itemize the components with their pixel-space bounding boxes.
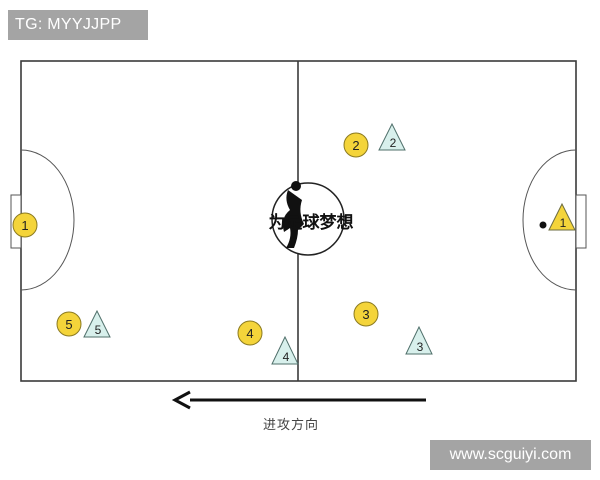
svg-text:4: 4 (283, 350, 290, 364)
svg-text:4: 4 (246, 326, 253, 341)
attack-direction-label: 进攻方向 (263, 418, 320, 433)
player-circle-4: 4 (237, 320, 263, 346)
svg-text:2: 2 (352, 138, 359, 153)
player-triangle-4: 4 (271, 335, 299, 365)
center-logo: 为足球梦想 (269, 181, 354, 256)
right-penalty-arc (522, 149, 577, 291)
player-triangle-3: 3 (405, 325, 433, 355)
svg-text:1: 1 (21, 218, 28, 233)
player-circle-3: 3 (353, 301, 379, 327)
player-circle-1: 1 (12, 212, 38, 238)
logo-text: 为足球梦想 (269, 212, 354, 232)
attack-direction-arrow (171, 390, 426, 410)
bottom-watermark: www.scguiyi.com (430, 440, 591, 470)
svg-text:3: 3 (417, 340, 424, 354)
player-triangle-5: 5 (83, 309, 111, 338)
ball (539, 221, 547, 229)
player-triangle-1: 1 (548, 202, 576, 231)
top-tag: TG: MYYJJPP (8, 10, 148, 40)
svg-text:5: 5 (95, 323, 102, 337)
player-triangle-2: 2 (378, 122, 406, 151)
svg-text:1: 1 (560, 216, 567, 230)
player-circle-5: 5 (56, 311, 82, 337)
svg-text:3: 3 (362, 307, 369, 322)
left-penalty-arc (20, 149, 75, 291)
svg-text:5: 5 (65, 317, 72, 332)
svg-text:2: 2 (390, 136, 397, 150)
right-goal (575, 194, 587, 249)
player-circle-2: 2 (343, 132, 369, 158)
